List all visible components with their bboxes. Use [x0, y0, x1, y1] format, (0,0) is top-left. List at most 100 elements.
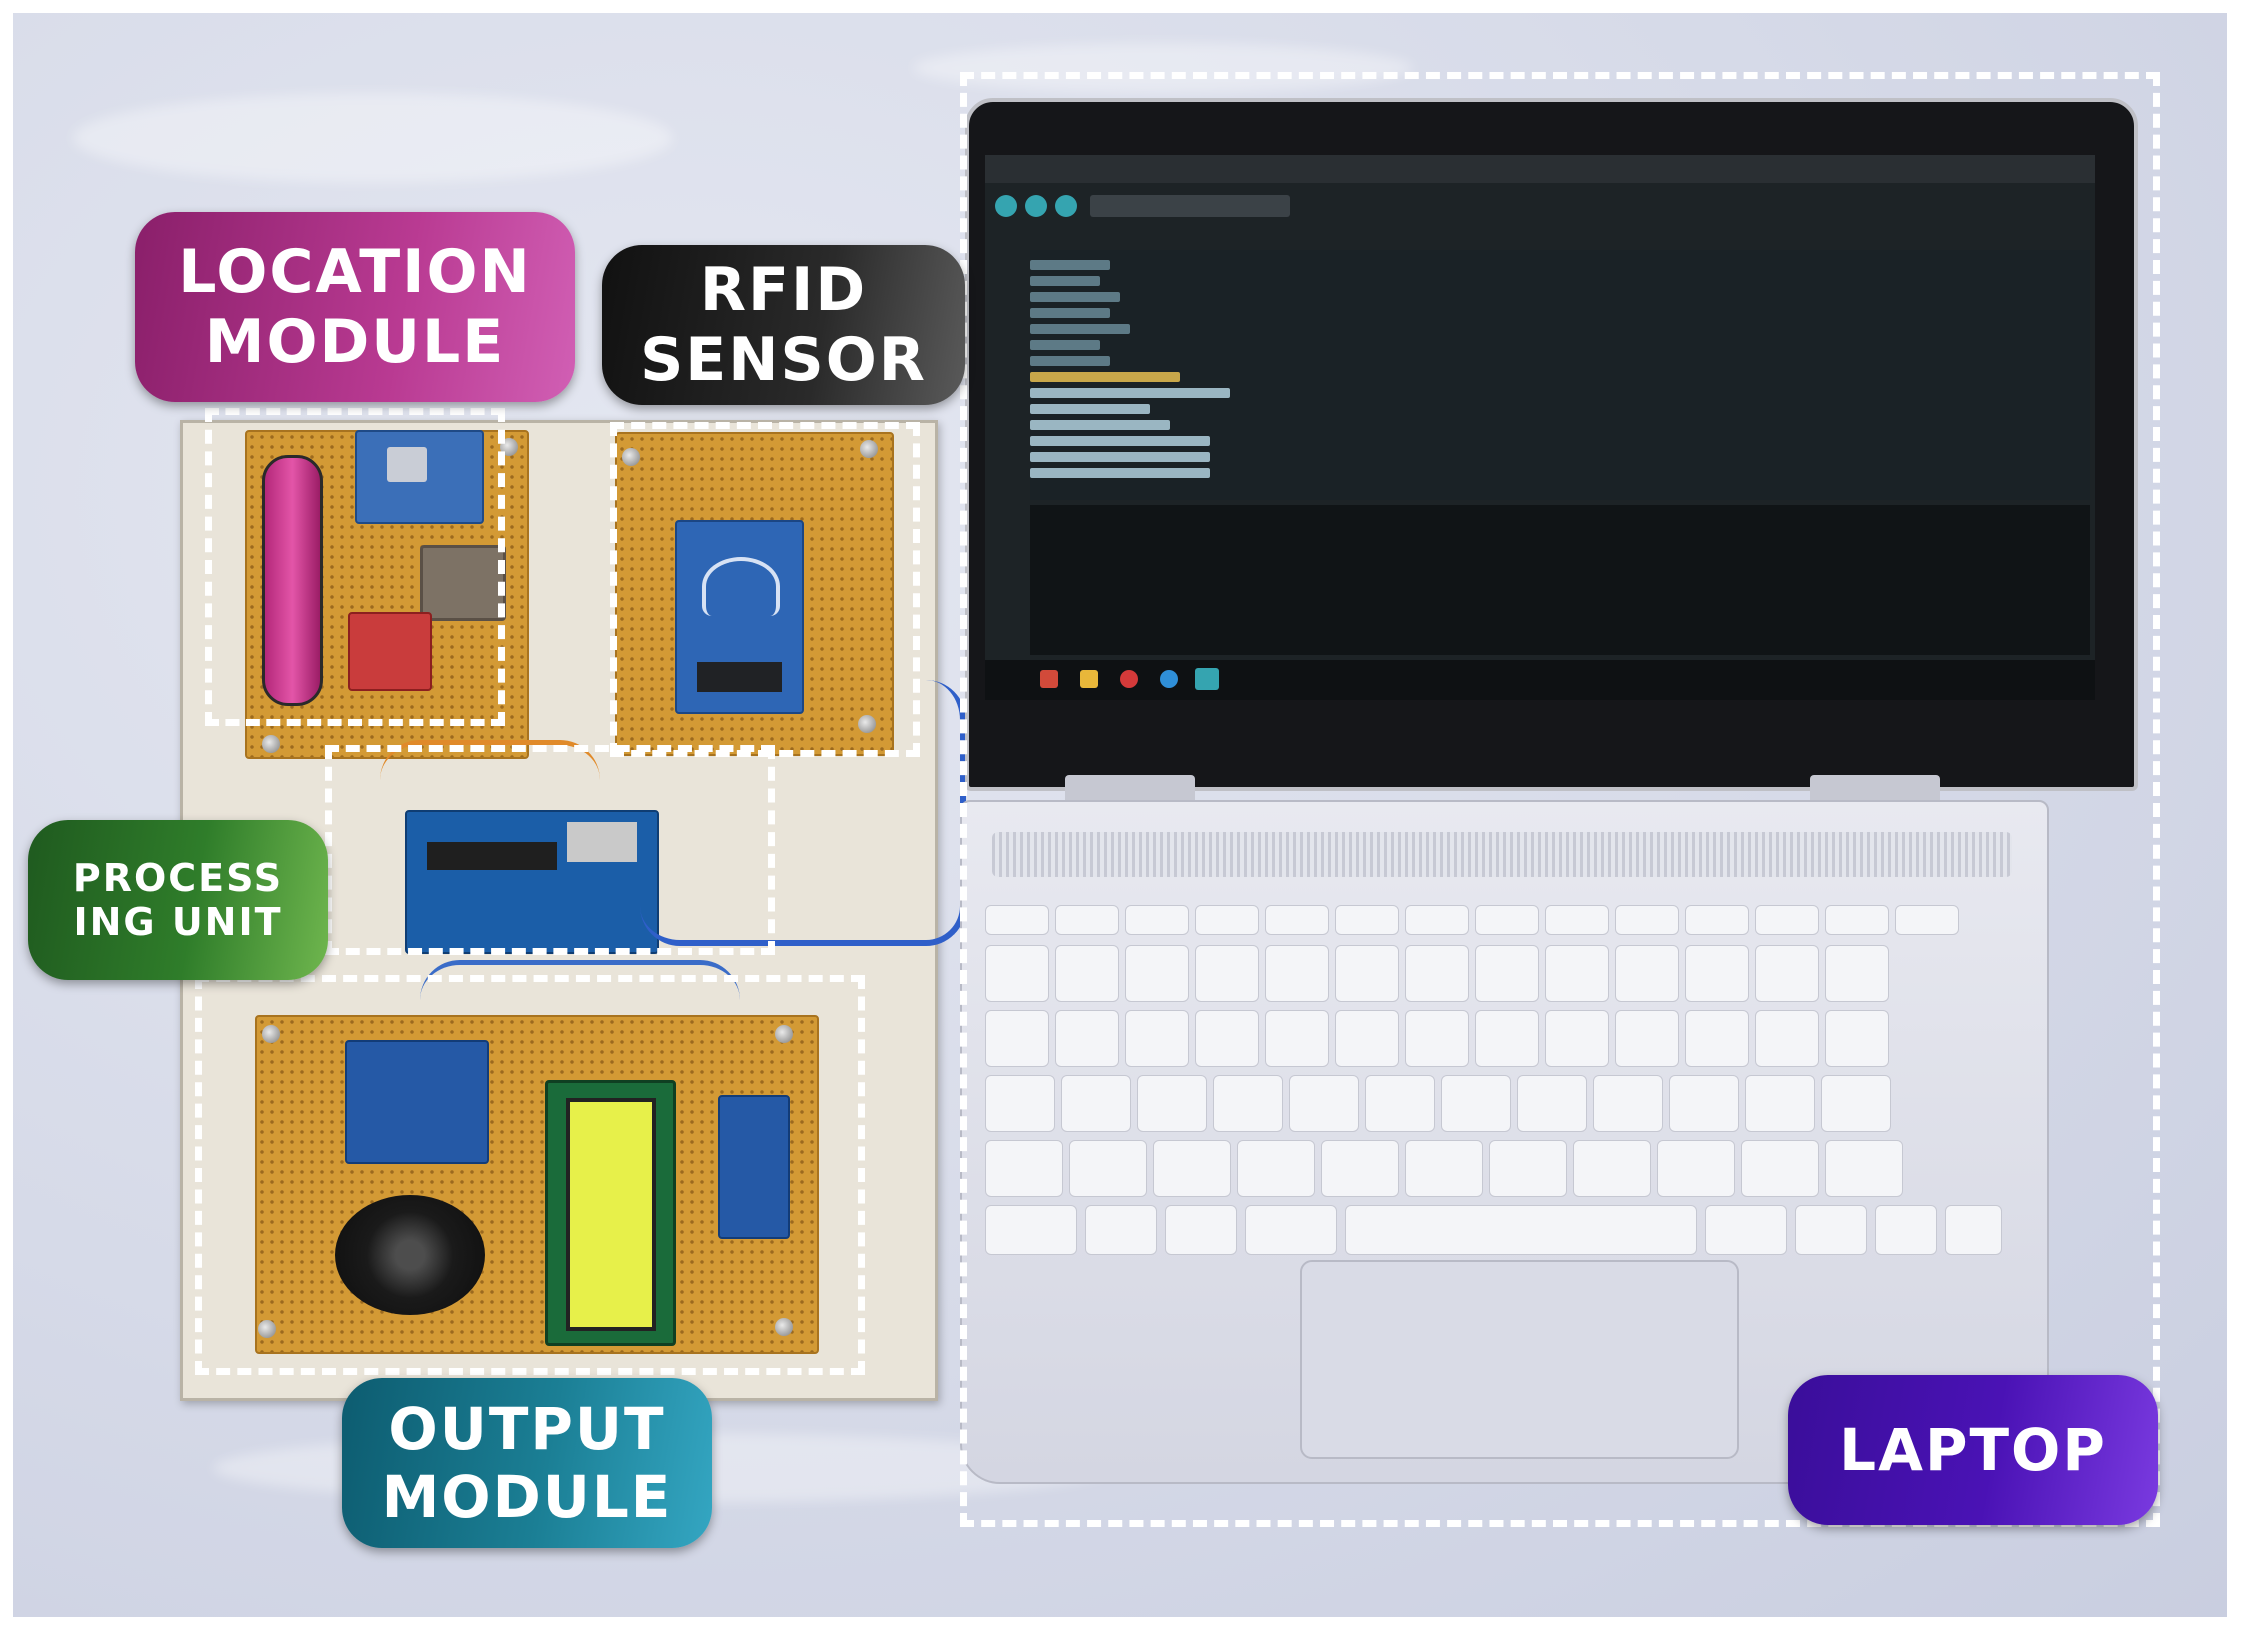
keyboard-key [1825, 1010, 1889, 1067]
keyboard-key [1405, 945, 1469, 1002]
speaker-grille [992, 832, 2012, 877]
keyboard-key [1895, 905, 1959, 935]
keyboard-key [1265, 945, 1329, 1002]
cloth-highlight [913, 43, 1413, 93]
keyboard-key [985, 1205, 1077, 1255]
keyboard-key [1475, 945, 1539, 1002]
laptop-label: LAPTOP [1788, 1375, 2158, 1525]
keyboard-key [1405, 905, 1469, 935]
keyboard-key [1055, 1010, 1119, 1067]
keyboard-key [1545, 1010, 1609, 1067]
screw [858, 715, 876, 733]
keyboard-key [1195, 905, 1259, 935]
upload-icon [1025, 195, 1047, 217]
board-selector [1090, 195, 1290, 217]
keyboard-key [1517, 1075, 1587, 1132]
keyboard-key [1573, 1140, 1651, 1197]
keyboard-key [1335, 905, 1399, 935]
verify-icon [995, 195, 1017, 217]
keyboard-key [1237, 1140, 1315, 1197]
screw [262, 1025, 280, 1043]
location-module-label-line2: MODULE [204, 307, 506, 377]
debug-icon [1055, 195, 1077, 217]
taskbar [985, 660, 2095, 700]
screw [860, 440, 878, 458]
keyboard-key [985, 1010, 1049, 1067]
keyboard-key [1755, 905, 1819, 935]
processing-unit-outline [325, 745, 775, 955]
keyboard-key [1125, 1010, 1189, 1067]
keyboard-key [1365, 1075, 1435, 1132]
keyboard-key [1213, 1075, 1283, 1132]
gps-module-icon [355, 430, 484, 524]
keyboard-key [1825, 1140, 1903, 1197]
screw [775, 1318, 793, 1336]
laptop-label-text: LAPTOP [1839, 1416, 2107, 1484]
keyboard-key [1245, 1205, 1337, 1255]
keyboard-key [1475, 1010, 1539, 1067]
code-editor [1030, 250, 2090, 500]
location-module-label: LOCATION MODULE [135, 212, 575, 402]
voice-module-icon [345, 1040, 489, 1164]
laptop-outline [960, 72, 2160, 1527]
keyboard-key [1265, 1010, 1329, 1067]
keyboard-key [1657, 1140, 1735, 1197]
lcd-display-icon [545, 1080, 676, 1346]
keyboard-key [1125, 945, 1189, 1002]
keyboard-key [1441, 1075, 1511, 1132]
laptop-screen [985, 155, 2095, 700]
keyboard-key [1685, 945, 1749, 1002]
keyboard-key [1335, 1010, 1399, 1067]
keyboard-key [1475, 905, 1539, 935]
keyboard-key [1945, 1205, 2002, 1255]
keyboard-key [1669, 1075, 1739, 1132]
keyboard-key [1153, 1140, 1231, 1197]
location-module-label-line1: LOCATION [178, 237, 532, 307]
output-module-label: OUTPUT MODULE [342, 1378, 712, 1548]
processing-unit-label-line1: PROCESS [72, 856, 284, 900]
keyboard-key [1705, 1205, 1787, 1255]
keyboard-key [1825, 945, 1889, 1002]
title-bar [985, 155, 2095, 183]
keyboard-key [1061, 1075, 1131, 1132]
keyboard-key [985, 1075, 1055, 1132]
i2c-module-icon [718, 1095, 790, 1239]
output-module-label-line1: OUTPUT [388, 1395, 666, 1463]
keyboard-key [1335, 945, 1399, 1002]
keyboard-key [1795, 1205, 1867, 1255]
keyboard-key [1741, 1140, 1819, 1197]
keyboard-key [1615, 1010, 1679, 1067]
keyboard-key [1755, 1010, 1819, 1067]
keyboard-key [1055, 945, 1119, 1002]
keyboard-key [1137, 1075, 1207, 1132]
speaker-icon [335, 1195, 485, 1315]
keyboard-key [1755, 945, 1819, 1002]
rfid-sensor-label-line1: RFID [699, 255, 868, 325]
keyboard-key [1069, 1140, 1147, 1197]
location-module-outline [205, 408, 505, 726]
keyboard-key [1195, 945, 1259, 1002]
rfid-sensor-label: RFID SENSOR [602, 245, 965, 405]
keyboard-key [1615, 945, 1679, 1002]
keyboard-key [1405, 1010, 1469, 1067]
keyboard-key [1875, 1205, 1937, 1255]
keyboard-key [1321, 1140, 1399, 1197]
keyboard-key [985, 945, 1049, 1002]
keyboard-key [1125, 905, 1189, 935]
keyboard-key [1545, 905, 1609, 935]
screw [262, 735, 280, 753]
keyboard-key [1489, 1140, 1567, 1197]
screw [258, 1320, 276, 1338]
keyboard-key [1821, 1075, 1891, 1132]
keyboard-key [1615, 905, 1679, 935]
gsm-module-icon [348, 612, 432, 691]
screw [775, 1025, 793, 1043]
keyboard-key [1825, 905, 1889, 935]
battery-icon [262, 455, 323, 706]
cloth-highlight [73, 93, 673, 183]
keyboard-key [1165, 1205, 1237, 1255]
keyboard-key [1685, 905, 1749, 935]
output-panel [1030, 505, 2090, 655]
keyboard-key [1685, 1010, 1749, 1067]
